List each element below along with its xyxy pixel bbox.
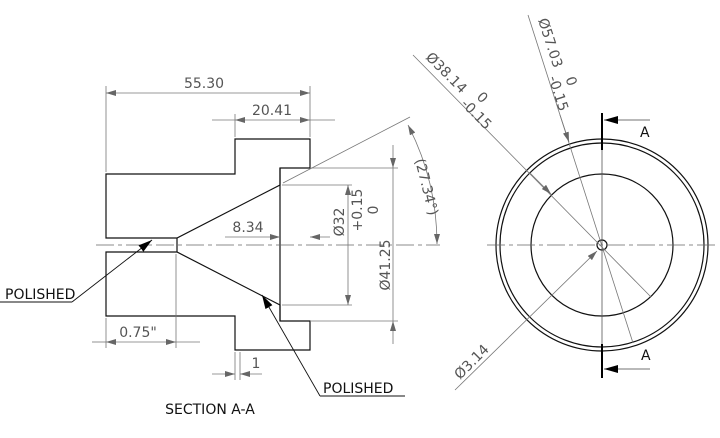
polished-note-cone: POLISHED bbox=[323, 381, 393, 397]
hole-dia-label: Ø3.14 bbox=[452, 342, 493, 383]
cone-angle-dim bbox=[407, 124, 440, 245]
section-view: 55.30 20.41 8.34 Ø32 +0.15 0 Ø41.25 (27.… bbox=[0, 76, 441, 418]
section-title: SECTION A-A bbox=[165, 402, 255, 418]
section-label-top: A bbox=[640, 125, 650, 141]
bore-tol-lower: 0 bbox=[366, 206, 382, 215]
polished-note-orifice: POLISHED bbox=[5, 287, 75, 303]
outer-dia-label: Ø57.03 bbox=[534, 16, 565, 70]
inner-dia-leader bbox=[529, 172, 552, 195]
end-view: A A Ø57.03 0 -0.15 Ø38.14 0 -0.15 Ø3.14 bbox=[412, 14, 718, 391]
flange-length-label: 20.41 bbox=[252, 103, 292, 119]
counterbore-depth-label: 8.34 bbox=[232, 220, 263, 236]
inner-dia-label: Ø38.14 bbox=[422, 50, 470, 98]
chamfer-label: 1 bbox=[252, 356, 261, 372]
bore-dia-label: Ø32 bbox=[332, 208, 348, 237]
bore-tol-upper: +0.15 bbox=[350, 189, 366, 232]
orifice-length-label: 0.75" bbox=[119, 325, 157, 341]
hole-dia-leader bbox=[454, 250, 598, 391]
lower-section-body bbox=[105, 251, 311, 351]
overall-length-label: 55.30 bbox=[184, 76, 224, 92]
outer-dia-leader bbox=[559, 114, 570, 143]
counterbore-dia-label: Ø41.25 bbox=[378, 239, 394, 290]
upper-section-body bbox=[105, 138, 311, 239]
section-label-bottom: A bbox=[641, 348, 651, 364]
cone-angle-label: (27.34°) bbox=[411, 157, 441, 217]
